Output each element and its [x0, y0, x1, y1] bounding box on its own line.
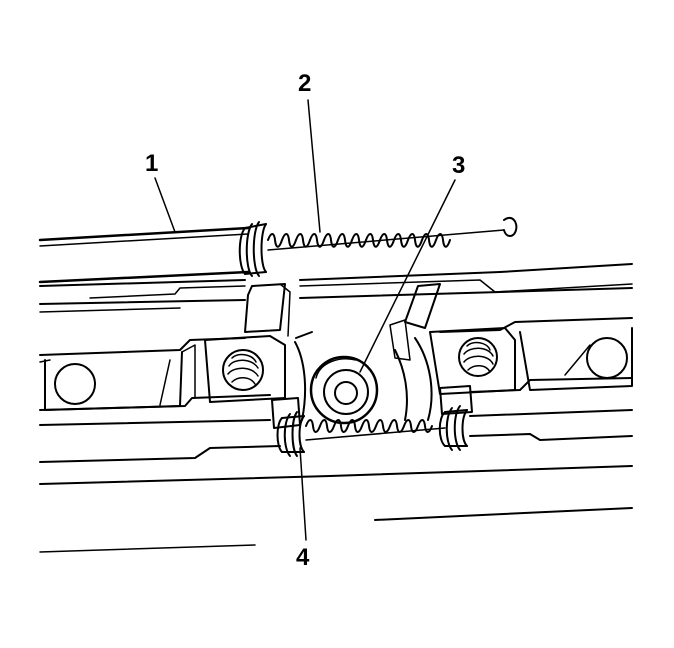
leader-line-4: [299, 447, 307, 541]
callout-4: 4: [296, 544, 310, 571]
callout-2: 2: [298, 70, 312, 97]
leader-line-2: [307, 99, 321, 233]
cable-housing: [38, 226, 250, 284]
leader-line-1: [154, 177, 176, 233]
callout-1: 1: [145, 150, 159, 177]
upper-spring: [238, 216, 518, 277]
callout-3: 3: [452, 152, 466, 179]
leader-line-3: [359, 179, 456, 373]
right-roller: [586, 337, 628, 379]
center-bushing: [309, 355, 379, 425]
left-roller: [54, 363, 96, 405]
lower-spring: [276, 405, 468, 457]
seat-track-rail: [39, 263, 633, 553]
right-threaded-hole: [458, 337, 498, 377]
leader-lines: [154, 99, 456, 541]
left-threaded-hole: [222, 349, 264, 391]
